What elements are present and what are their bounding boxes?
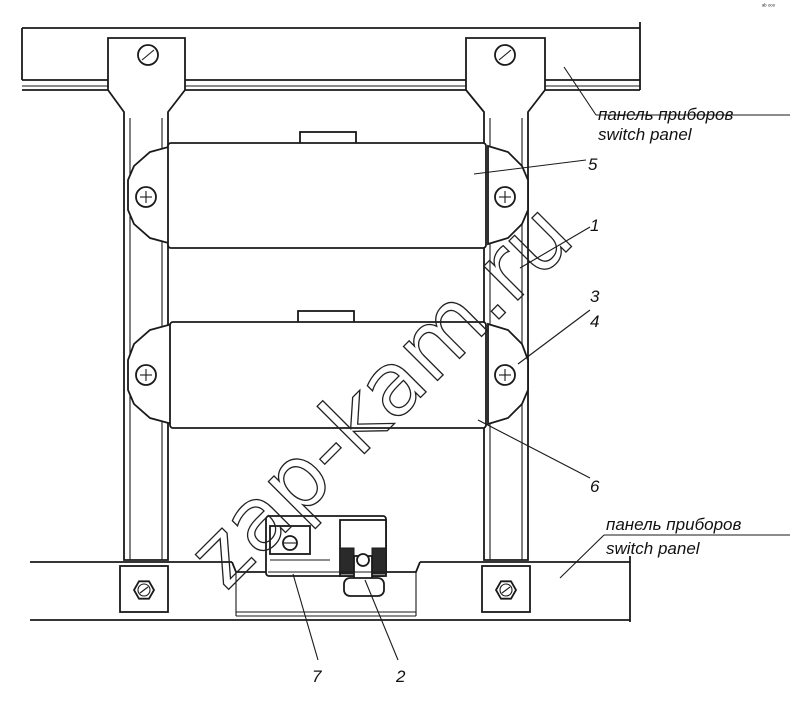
callout-6: 6 <box>590 477 600 496</box>
leader-lines <box>292 66 790 661</box>
top-panel-label-ru: панель приборов <box>598 105 733 124</box>
bottom-panel-label-ru: панель приборов <box>606 515 741 534</box>
screw-icon <box>494 364 516 386</box>
hex-bolt-icon <box>494 580 518 600</box>
screw-icon <box>494 186 516 208</box>
left-bracket <box>107 37 186 561</box>
screw-icon <box>494 44 516 66</box>
callout-5: 5 <box>588 155 598 174</box>
bottom-panel-label: панель приборов switch panel <box>606 515 741 558</box>
callout-7: 7 <box>312 667 322 686</box>
upper-relay-block <box>167 142 487 249</box>
callout-2: 2 <box>395 667 406 686</box>
screw-icon <box>137 44 159 66</box>
top-panel-label-en: switch panel <box>598 125 693 144</box>
callout-3: 3 <box>590 287 600 306</box>
bottom-panel-label-en: switch panel <box>606 539 701 558</box>
hex-bolt-icon <box>132 580 156 600</box>
top-panel-label: панель приборов switch panel <box>598 105 733 144</box>
callout-4: 4 <box>590 312 599 331</box>
lower-relay-block <box>169 321 487 429</box>
callout-1: 1 <box>590 216 599 235</box>
switch-assembly <box>265 515 387 597</box>
screw-icon <box>135 364 157 386</box>
callout-labels: 5 1 3 4 6 7 2 <box>312 155 600 686</box>
screw-icon <box>135 186 157 208</box>
corner-mark: ᵃᵇ ᵒᵒᵒ <box>762 3 776 10</box>
